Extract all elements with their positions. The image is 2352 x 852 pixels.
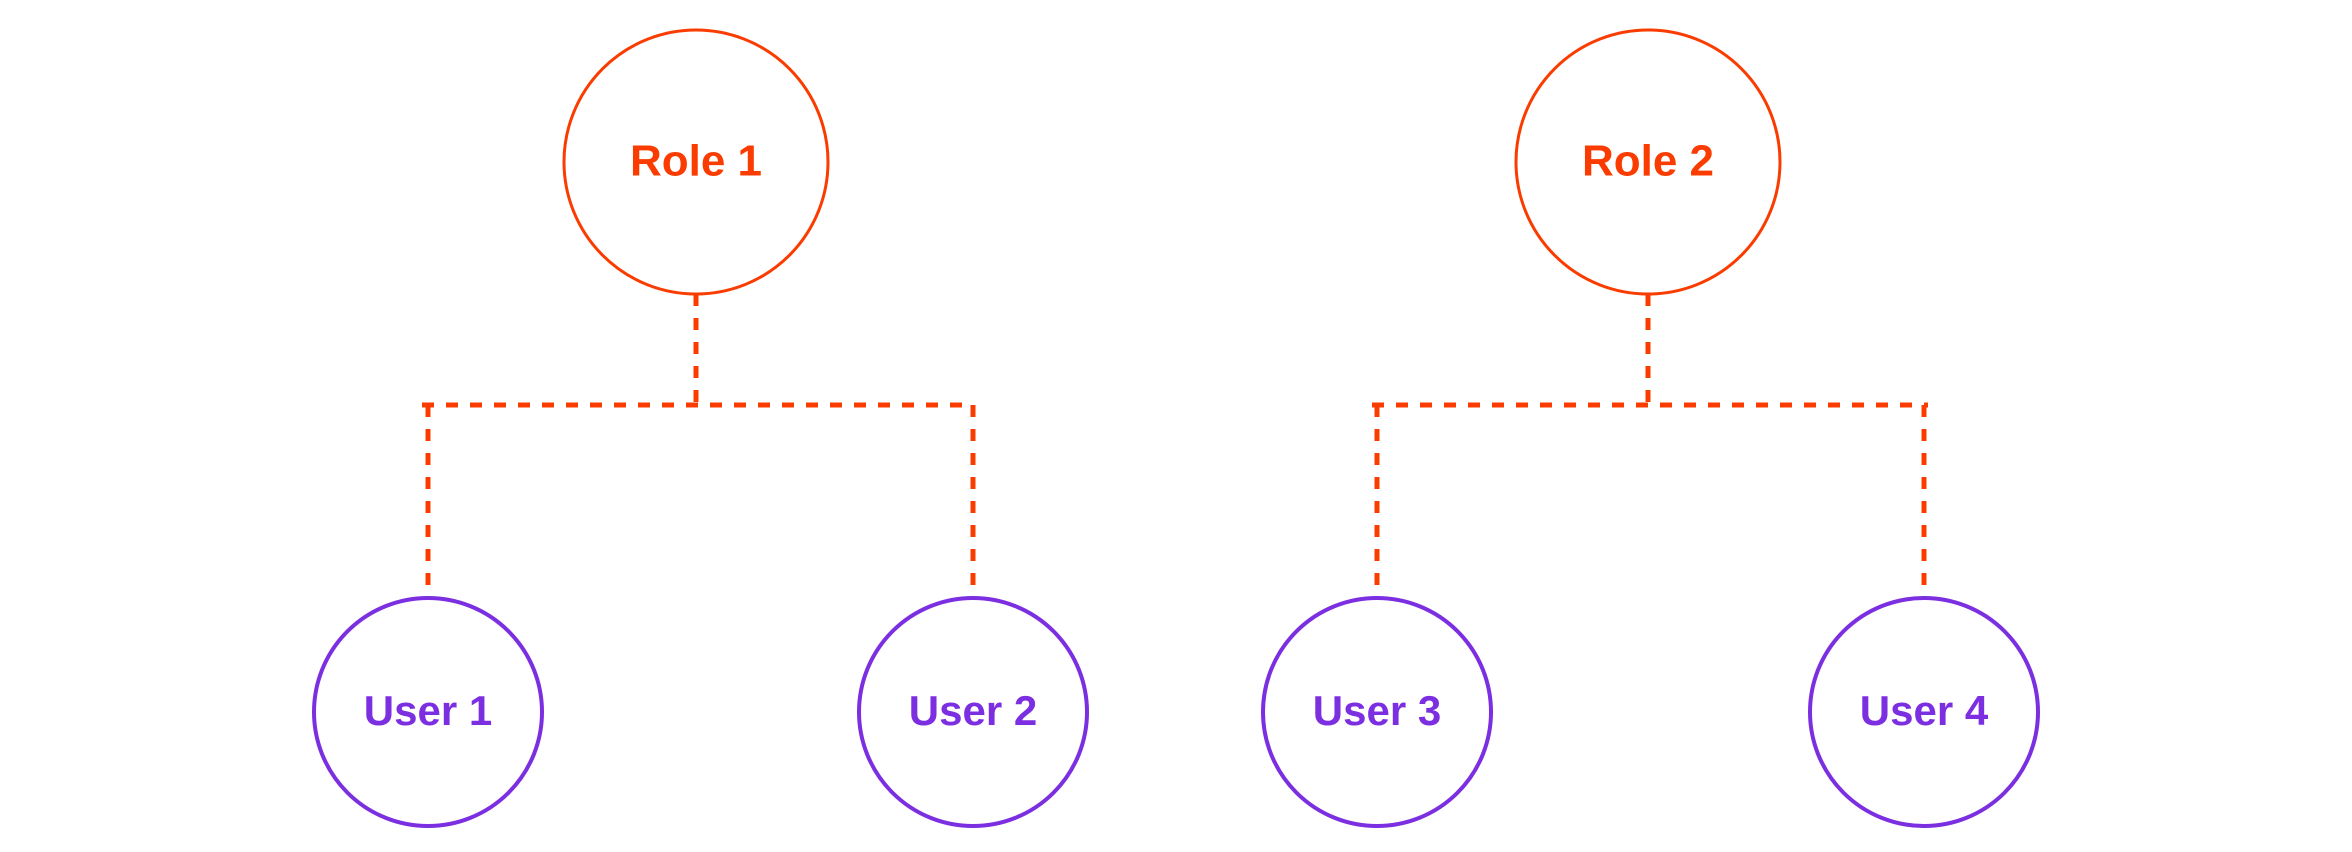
role-label-2: Role 2 <box>1582 137 1714 186</box>
user-circle-4[interactable] <box>1808 596 2040 828</box>
role-circle-1[interactable] <box>562 28 830 296</box>
user-circle-2[interactable] <box>857 596 1089 828</box>
user-node-user-2[interactable]: User 2 <box>857 596 1089 828</box>
role-node-layer: Role 1 Role 2 <box>562 28 1782 296</box>
user-node-user-4[interactable]: User 4 <box>1808 596 2040 828</box>
role-circle-2[interactable] <box>1514 28 1782 296</box>
role-label-1: Role 1 <box>630 137 762 186</box>
user-node-layer: User 1 User 2 User 3 User 4 <box>312 596 2040 828</box>
user-circle-1[interactable] <box>312 596 544 828</box>
user-label-1: User 1 <box>364 687 492 734</box>
user-circle-3[interactable] <box>1261 596 1493 828</box>
connector-layer <box>422 294 1928 598</box>
role-node-role-1[interactable]: Role 1 <box>562 28 830 296</box>
role-node-role-2[interactable]: Role 2 <box>1514 28 1782 296</box>
user-label-2: User 2 <box>909 687 1037 734</box>
user-label-3: User 3 <box>1313 687 1441 734</box>
user-node-user-1[interactable]: User 1 <box>312 596 544 828</box>
connector-group-role-2 <box>1372 294 1928 598</box>
user-label-4: User 4 <box>1860 687 1989 734</box>
user-node-user-3[interactable]: User 3 <box>1261 596 1493 828</box>
connector-group-role-1 <box>422 294 976 598</box>
